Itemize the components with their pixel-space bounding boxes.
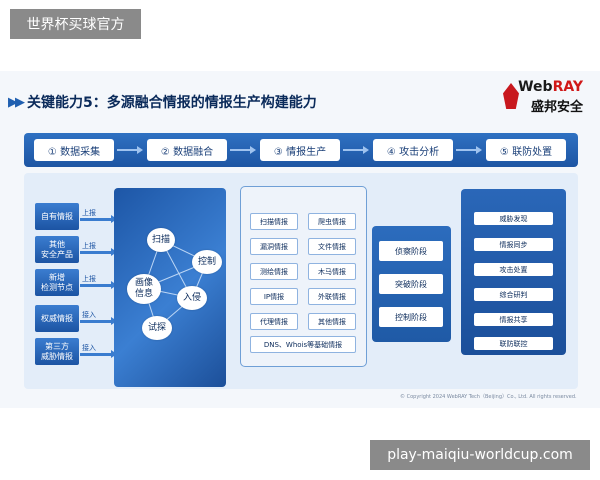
intel-chip: 代理情报 [250,313,298,330]
stage-5: ⑤ 联防处置 [486,139,566,161]
action-item: 情报共享 [474,313,553,326]
webray-logo: WebRAY 盛邦安全 [503,79,583,115]
slide-title: ▶▶ 关键能力5：多源融合情报的情报生产构建能力 [8,92,317,112]
source-tag: 上报 [82,242,96,250]
fusion-node-profile: 画像 信息 [127,274,161,304]
intel-chip: 爬虫情报 [308,213,356,230]
arrow-right-icon [80,281,117,289]
arrow-right-icon [343,146,369,154]
intel-chip: IP情报 [250,288,298,305]
intel-chip: 测绘情报 [250,263,298,280]
action-item: 综合研判 [474,288,553,301]
arrow-right-icon [80,248,117,256]
source-tag: 接入 [82,344,96,352]
copyright-text: © Copyright 2024 WebRAY Tech（Beijing）Co.… [400,394,577,400]
arrow-right-icon [456,146,482,154]
action-item: 情报同步 [474,238,553,251]
source-authority-intel: 权威情报 [35,305,79,332]
source-tag: 上报 [82,275,96,283]
source-tag: 上报 [82,209,96,217]
url-watermark[interactable]: play-maiqiu-worldcup.com [370,440,590,470]
stage-1: ① 数据采集 [34,139,114,161]
stage-bar: ① 数据采集 ② 数据融合 ③ 情报生产 ④ 攻击分析 ⑤ 联防处置 [24,133,578,167]
phase-control: 控制阶段 [379,307,443,327]
action-item: 联防联控 [474,337,553,350]
source-own-intel: 自有情报 [35,203,79,230]
arrow-right-icon [80,350,117,358]
site-title-banner: 世界杯买球官方 [10,9,141,39]
source-tag: 接入 [82,311,96,319]
arrow-right-icon [80,317,117,325]
intel-chip: 文件情报 [308,238,356,255]
arrow-right-icon [117,146,143,154]
action-item: 攻击处置 [474,263,553,276]
intel-chip: 外联情报 [308,288,356,305]
intel-chip-basic: DNS、Whois等基础情报 [250,336,356,353]
intel-chip: 扫描情报 [250,213,298,230]
intel-chip: 木马情报 [308,263,356,280]
action-item: 威胁发现 [474,212,553,225]
stage-3: ③ 情报生产 [260,139,340,161]
arrow-right-icon [80,215,117,223]
stage-4: ④ 攻击分析 [373,139,453,161]
double-chevron-icon: ▶▶ [8,94,25,110]
logo-chinese-name: 盛邦安全 [530,100,583,115]
phase-breach: 突破阶段 [379,274,443,294]
source-other-products: 其他 安全产品 [35,236,79,263]
arrow-right-icon [230,146,256,154]
intel-chip: 其他情报 [308,313,356,330]
stage-2: ② 数据融合 [147,139,227,161]
phase-recon: 侦察阶段 [379,241,443,261]
source-third-party: 第三方 威胁情报 [35,338,79,365]
logo-wordmark: WebRAY [518,79,583,95]
response-panel: 威胁发现 情报同步 攻击处置 综合研判 情报共享 联防联控 [461,189,566,355]
fusion-node-intrusion: 入侵 [177,286,207,310]
source-new-nodes: 新增 检测节点 [35,269,79,296]
fusion-hub: 扫描 控制 画像 信息 入侵 试探 [114,188,226,387]
slide-title-text: 关键能力5：多源融合情报的情报生产构建能力 [27,95,317,111]
intel-chip: 漏洞情报 [250,238,298,255]
fusion-node-probe: 试探 [142,316,172,340]
fusion-node-control: 控制 [192,250,222,274]
intel-production-panel: 扫描情报 爬虫情报 漏洞情报 文件情报 测绘情报 木马情报 IP情报 外联情报 … [240,186,367,367]
attack-phase-panel: 侦察阶段 突破阶段 控制阶段 [372,226,451,342]
logo-mark-icon [503,83,519,109]
fusion-node-scan: 扫描 [147,228,175,252]
